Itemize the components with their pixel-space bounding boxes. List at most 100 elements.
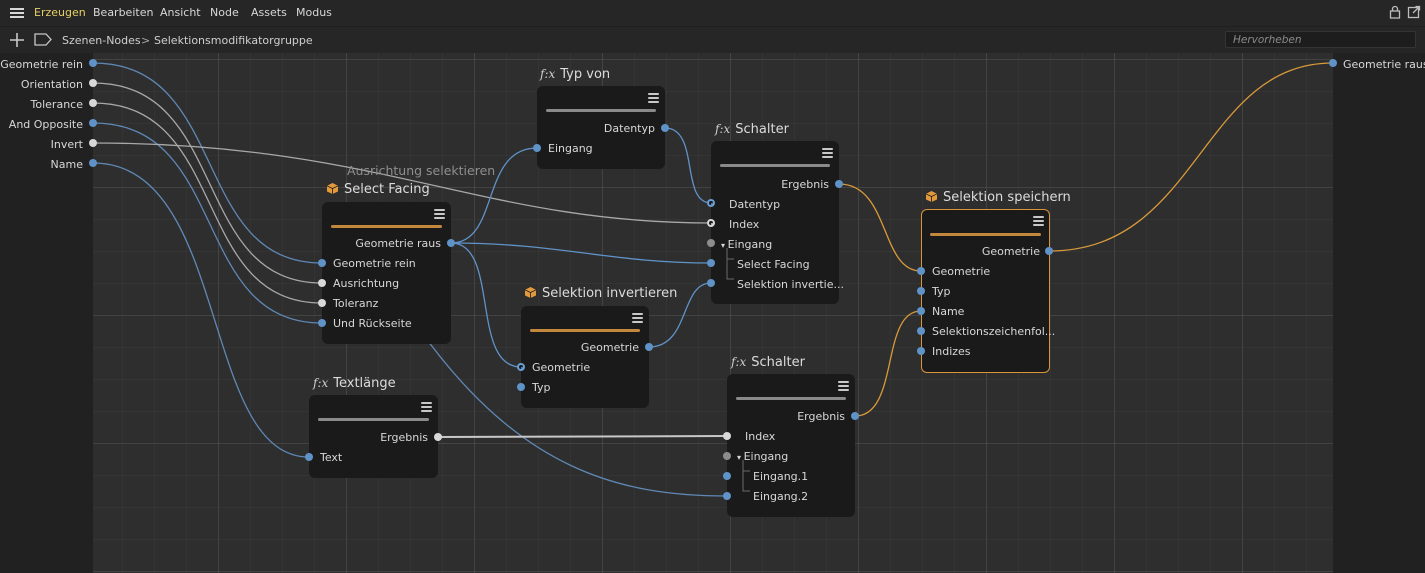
input-port[interactable] (707, 219, 715, 227)
expand-window-icon[interactable] (1407, 5, 1421, 19)
node-title-selektion-speichern[interactable]: Selektion speichern (925, 190, 1071, 205)
input-port[interactable] (707, 279, 715, 287)
node-title-text: Schalter (735, 122, 789, 137)
node-color-bar (546, 109, 656, 112)
node-menu-icon[interactable] (822, 148, 833, 158)
breadcrumb-szenen-nodes[interactable]: Szenen-Nodes (62, 34, 141, 47)
node-menu-icon[interactable] (648, 93, 659, 103)
tree-connector-icon (726, 248, 734, 280)
input-port[interactable] (707, 259, 715, 267)
output-port[interactable] (851, 412, 859, 420)
input-port[interactable] (533, 144, 541, 152)
tag-icon[interactable] (34, 33, 52, 46)
output-port[interactable] (447, 239, 455, 247)
node-menu-icon[interactable] (421, 402, 432, 412)
input-port[interactable] (517, 363, 525, 371)
collapse-triangle-icon[interactable]: ▾ (737, 453, 744, 462)
node-textlaenge[interactable]: Ergebnis Text (309, 395, 438, 478)
input-port[interactable] (517, 383, 525, 391)
node-menu-icon[interactable] (434, 209, 445, 219)
node-select-facing[interactable]: Geometrie raus Geometrie rein Ausrichtun… (322, 202, 451, 344)
menu-modus[interactable]: Modus (296, 6, 332, 19)
input-port[interactable] (318, 319, 326, 327)
input-label: Indizes (932, 345, 971, 358)
node-title-schalter[interactable]: f:x Schalter (715, 122, 789, 137)
input-port-label: And Opposite (8, 118, 83, 131)
input-port[interactable] (723, 472, 731, 480)
input-label: Index (745, 430, 776, 443)
output-port[interactable] (661, 124, 669, 132)
input-port[interactable] (318, 279, 326, 287)
node-title-text: Textlänge (333, 376, 396, 391)
input-label: Selektionszeichenfol... (932, 325, 1056, 338)
input-port[interactable] (917, 347, 925, 355)
tree-connector-icon (742, 460, 750, 492)
menu-bearbeiten[interactable]: Bearbeiten (93, 6, 154, 19)
node-menu-icon[interactable] (838, 381, 849, 391)
menu-ansicht[interactable]: Ansicht (160, 6, 201, 19)
breadcrumb-selektionsmodifikatorgruppe[interactable]: Selektionsmodifikatorgruppe (154, 34, 313, 47)
input-port[interactable] (723, 452, 731, 460)
group-outputs-panel: Geometrie raus (1333, 53, 1425, 573)
output-port[interactable] (645, 343, 653, 351)
menu-erzeugen[interactable]: Erzeugen (34, 6, 86, 19)
lock-icon[interactable] (1388, 5, 1402, 19)
input-port-label: Orientation (20, 78, 83, 91)
node-selektion-invertieren[interactable]: Geometrie Geometrie Typ (521, 306, 649, 408)
node-color-bar (720, 164, 830, 167)
input-label: Select Facing (737, 258, 810, 271)
input-label: Index (729, 218, 760, 231)
input-label: Toleranz (333, 297, 379, 310)
node-canvas[interactable] (93, 53, 1333, 573)
input-port[interactable] (305, 453, 313, 461)
input-label: Geometrie rein (333, 257, 416, 270)
hamburger-menu-icon[interactable] (10, 8, 24, 18)
node-selektion-speichern[interactable]: Geometrie Geometrie Typ Name Selektionsz… (921, 209, 1055, 373)
input-port[interactable] (917, 267, 925, 275)
input-port[interactable] (707, 199, 715, 207)
output-label: Geometrie raus (355, 237, 441, 250)
input-label: Geometrie (932, 265, 991, 278)
output-port[interactable] (835, 180, 843, 188)
node-title-selektion-invertieren[interactable]: Selektion invertieren (524, 286, 677, 301)
menu-assets[interactable]: Assets (251, 6, 287, 19)
node-typ-von[interactable]: Datentyp Eingang (537, 86, 665, 169)
input-port[interactable] (917, 327, 925, 335)
node-menu-icon[interactable] (632, 313, 643, 323)
input-port[interactable] (917, 307, 925, 315)
input-label: Eingang (548, 142, 593, 155)
node-menu-icon[interactable] (1033, 216, 1044, 226)
input-port[interactable] (318, 299, 326, 307)
output-label: Datentyp (603, 122, 655, 135)
node-title-select-facing[interactable]: Select Facing (326, 182, 430, 197)
node-title-text: Typ von (560, 67, 611, 82)
menu-node[interactable]: Node (210, 6, 239, 19)
input-port[interactable] (917, 287, 925, 295)
function-icon: f:x (715, 122, 731, 136)
node-title-text: Selektion speichern (943, 190, 1071, 205)
input-port[interactable] (707, 239, 715, 247)
input-label: ▾ Eingang (721, 238, 772, 251)
function-icon: f:x (313, 376, 329, 390)
collapse-triangle-icon[interactable]: ▾ (721, 241, 728, 250)
input-label: Selektion invertie... (737, 278, 844, 291)
node-title-textlaenge[interactable]: f:x Textlänge (313, 376, 396, 391)
node-schalter-1[interactable]: Ergebnis Datentyp Index ▾ Eingang Select… (711, 141, 844, 304)
group-inputs-panel: Geometrie rein Orientation Tolerance And… (0, 53, 93, 573)
input-port[interactable] (723, 492, 731, 500)
function-icon: f:x (731, 355, 747, 369)
node-schalter-2[interactable]: Ergebnis Index ▾ Eingang Eingang.1 Einga… (727, 374, 855, 517)
input-port[interactable] (318, 259, 326, 267)
add-node-icon[interactable] (9, 32, 25, 48)
input-label: Text (320, 451, 343, 464)
input-label: Typ (932, 285, 951, 298)
capsule-cube-icon (326, 183, 339, 194)
input-port-label: Tolerance (30, 98, 83, 111)
output-port[interactable] (434, 433, 442, 441)
input-label-text: Eingang (743, 450, 789, 463)
output-port[interactable] (1045, 247, 1053, 255)
input-port[interactable] (723, 432, 731, 440)
search-input[interactable]: Hervorheben (1225, 31, 1416, 48)
